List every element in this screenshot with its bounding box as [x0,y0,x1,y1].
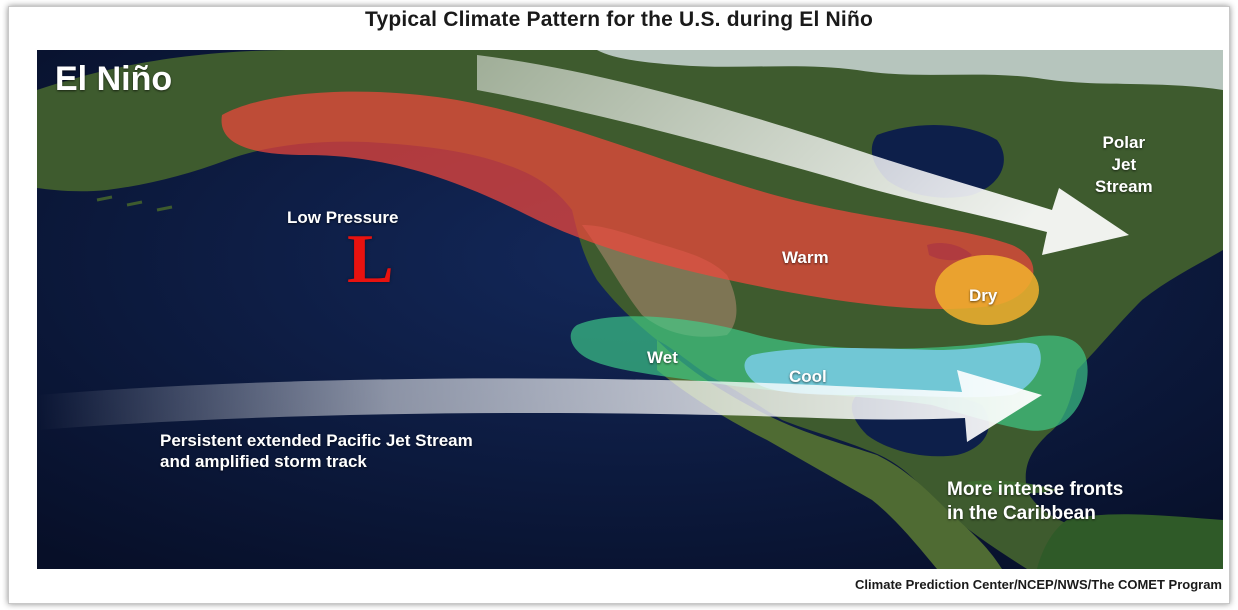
dry-region [935,255,1039,325]
pacific-jet-label: Persistent extended Pacific Jet Stream a… [160,430,473,472]
aleutian-islands [96,195,173,212]
cool-label: Cool [789,367,827,386]
pacific-jet-line-1: Persistent extended Pacific Jet Stream [160,431,473,450]
land-south-america [1037,514,1223,569]
arctic-ice [597,50,1223,90]
map-title: Typical Climate Pattern for the U.S. dur… [364,8,874,31]
polar-jet-line-3: Stream [1095,177,1153,196]
pacific-jet-arrow [37,370,1042,442]
low-pressure-label: Low Pressure [287,208,399,227]
caribbean-line-1: More intense fronts [947,479,1124,500]
land-caribbean [967,480,1057,494]
el-nino-badge: El Niño [55,60,173,98]
desert-west [582,225,737,337]
caribbean-label: More intense fronts in the Caribbean [947,478,1123,526]
warm-label: Warm [782,248,829,267]
polar-jet-arrow [477,55,1129,255]
land-mexico [657,340,1002,569]
polar-jet-label: Polar Jet Stream [1095,132,1153,198]
source-credit: Climate Prediction Center/NCEP/NWS/The C… [855,577,1222,592]
pacific-jet-line-2: and amplified storm track [160,452,367,471]
low-pressure-symbol: L [347,221,394,298]
dry-label: Dry [969,286,998,305]
warm-region [221,91,1034,310]
map-panel: El Niño Low Pressure L Warm Dry Wet Cool… [37,50,1223,569]
wet-label: Wet [647,348,678,367]
caribbean-line-2: in the Caribbean [947,503,1096,524]
polar-jet-line-1: Polar [1102,133,1146,152]
map-graphic [37,50,1223,569]
polar-jet-line-2: Jet [1111,155,1137,174]
